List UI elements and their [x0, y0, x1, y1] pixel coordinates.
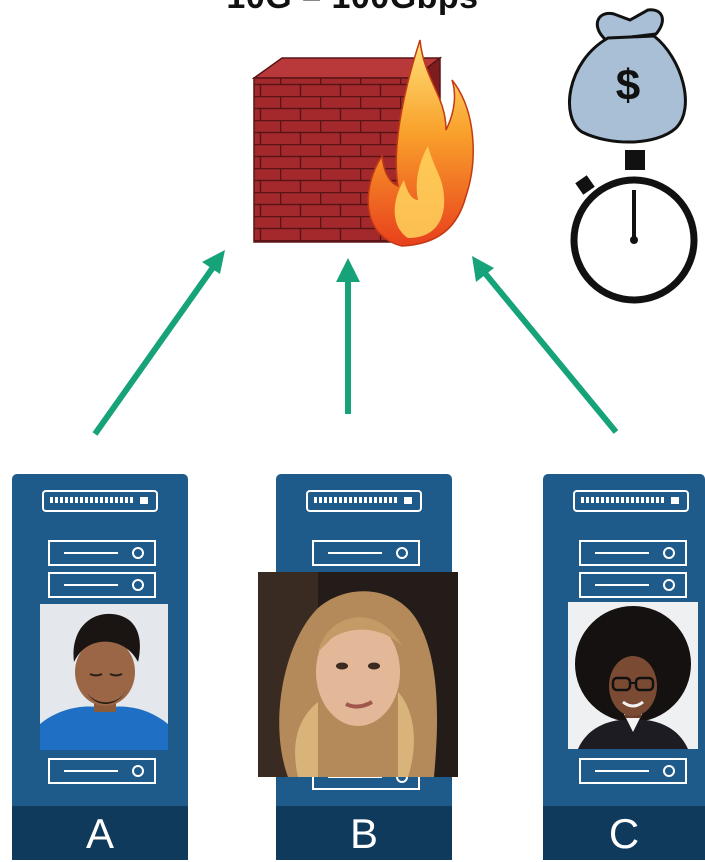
server-label-b: B — [276, 806, 452, 860]
network-switch-icon — [42, 490, 158, 512]
stopwatch-icon — [570, 150, 698, 304]
network-switch-icon — [306, 490, 422, 512]
arrow-c — [481, 270, 619, 434]
server-unit — [579, 540, 687, 566]
server-unit — [48, 572, 156, 598]
arrows — [92, 250, 619, 436]
server-unit — [579, 758, 687, 784]
money-bag-icon: $ — [568, 8, 687, 144]
server-unit — [48, 540, 156, 566]
firewall-icon — [251, 39, 474, 247]
woman-with-glasses-photo — [568, 602, 698, 749]
server-unit — [579, 572, 687, 598]
bandwidth-title: 10G – 100Gbps — [0, 0, 705, 17]
woman-with-wavy-hair-photo — [258, 572, 458, 777]
arrow-a — [92, 264, 217, 436]
server-unit — [48, 758, 156, 784]
network-switch-icon — [573, 490, 689, 512]
dollar-sign: $ — [616, 61, 640, 110]
server-label-c: C — [543, 806, 705, 860]
man-in-blue-shirt-photo — [40, 604, 168, 750]
server-label-a: A — [12, 806, 188, 860]
server-unit — [312, 540, 420, 566]
